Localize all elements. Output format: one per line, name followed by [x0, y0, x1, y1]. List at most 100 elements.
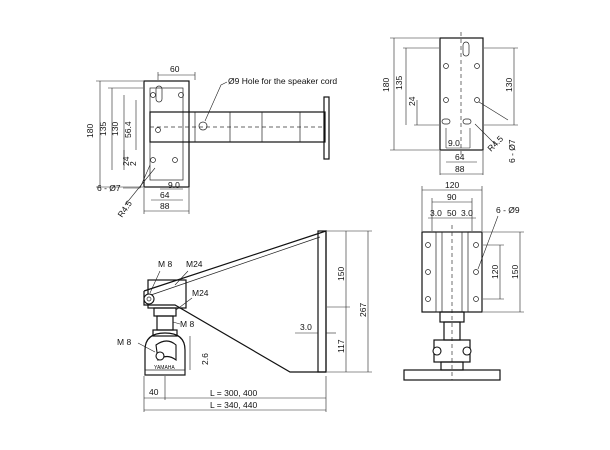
side-view-speaker-cup: [144, 332, 186, 376]
dim-120-front-vertical: 120: [490, 265, 500, 279]
top-view-hole: [150, 92, 156, 98]
top-view-end-plate: [323, 96, 330, 160]
dim-2: 2: [128, 161, 138, 166]
side-view-cup-base: [144, 369, 186, 376]
dim-88: 88: [160, 201, 170, 211]
front-view-hole: [473, 269, 479, 275]
cord-hole-note: Ø9 Hole for the speaker cord: [228, 76, 337, 86]
plate-hole: [443, 63, 449, 69]
side-view-nut-upper: [153, 307, 177, 317]
plate-slot-small: [441, 118, 451, 125]
plate-hole: [443, 97, 449, 103]
top-view-hole: [172, 157, 178, 163]
dim-150-front-vertical: 150: [510, 265, 520, 279]
front-view-clamp-bolt: [432, 346, 442, 356]
m24-top-leader: [174, 270, 189, 286]
top-view-slot: [155, 85, 163, 103]
front-view-end-plate: [421, 231, 483, 313]
dim-56-4: 56.4: [123, 121, 133, 138]
top-view: Ø9 Hole for the speaker cord 60 180 135 …: [85, 64, 337, 219]
r45-leader: [124, 167, 156, 206]
dim-3-0: 3.0: [300, 322, 312, 332]
front-view-hole: [425, 269, 431, 275]
front-view-hole: [425, 242, 431, 248]
dim-117: 117: [336, 339, 346, 353]
r45-leader-right: [474, 123, 496, 145]
front-view-base: [403, 369, 501, 381]
front-view-hole: [473, 242, 479, 248]
m24-mid-leader: [175, 297, 193, 311]
side-view-arm-edge: [147, 236, 321, 297]
holes-6-7-right: 6 - Ø7: [507, 139, 517, 163]
holes-leader-right: [478, 101, 509, 121]
dim-3-0-b: 3.0: [461, 208, 473, 218]
holes-6-7: 6 - Ø7: [97, 183, 121, 193]
front-view-hole: [425, 296, 431, 302]
dim-l-340-440: L = 340, 440: [210, 400, 257, 410]
m24-label-mid: M24: [192, 288, 209, 298]
top-view-plate-inner: [149, 87, 184, 181]
top-view-hole: [155, 127, 161, 133]
top-view-cord-hole: [198, 121, 208, 131]
m8-label-top: M 8: [158, 259, 172, 269]
radius-4-5-right: R4.5: [485, 133, 505, 153]
side-view: YAMAHA M 8 M24 M24 M 8 M 8 2.6 40 L = 30…: [117, 230, 372, 412]
m24-label-top: M24: [186, 259, 203, 269]
holes-leader: [123, 164, 151, 189]
dim-3-0-a: 3.0: [430, 208, 442, 218]
dim-40: 40: [149, 387, 159, 397]
dim-267: 267: [358, 303, 368, 317]
side-view-pivot: [156, 315, 174, 331]
dim-9-right: 9.0: [448, 138, 460, 148]
top-view-cord-hole-leader: [204, 81, 228, 122]
m8-mid-leader: [172, 321, 181, 325]
plate-slot: [462, 41, 470, 57]
side-view-nut-lower: [152, 329, 178, 337]
plate-hole: [474, 97, 480, 103]
side-view-knob-bolt: [155, 351, 165, 361]
plate-view: 180 135 24 130 9.0 64 88 R4.5 6 - Ø7: [381, 32, 518, 175]
dim-64-right: 64: [455, 152, 465, 162]
top-view-mounting-plate: [143, 80, 190, 188]
side-view-m8-bolt-core: [146, 296, 152, 302]
dim-l-300-400: L = 300, 400: [210, 388, 257, 398]
brand-logo: YAMAHA: [154, 365, 175, 371]
dim-9: 9.0: [168, 180, 180, 190]
dim-180-right: 180: [381, 78, 391, 92]
front-view-channel: [435, 231, 469, 313]
plate-hole: [474, 63, 480, 69]
dim-130-right: 130: [504, 78, 514, 92]
dim-64: 64: [160, 190, 170, 200]
front-view-clamp-bolt: [462, 346, 472, 356]
front-view: 120 90 3.0 50 3.0 6 - Ø9 120 150: [403, 180, 524, 381]
top-view-hole: [178, 92, 184, 98]
front-view-channel-inner: [441, 231, 463, 313]
side-view-m8-bolt: [143, 293, 155, 305]
dim-50-front: 50: [447, 208, 457, 218]
dim-135-right: 135: [394, 76, 404, 90]
holes-6-9: 6 - Ø9: [496, 205, 520, 215]
dim-180: 180: [85, 124, 95, 138]
m8-label-left: M 8: [117, 337, 131, 347]
dim-130: 130: [110, 122, 120, 136]
side-view-end-plate: [317, 230, 327, 373]
front-view-hole: [473, 296, 479, 302]
holes-6-9-leader: [477, 215, 499, 270]
plate-outline: [439, 37, 484, 151]
dim-150-side: 150: [336, 267, 346, 281]
dim-60: 60: [170, 64, 180, 74]
plate-slot-small: [462, 118, 472, 125]
dim-135: 135: [98, 122, 108, 136]
m8-label-mid: M 8: [180, 319, 194, 329]
dim-24: 24: [121, 156, 131, 166]
radius-4-5: R4.5: [115, 198, 134, 219]
m8-top-leader: [149, 270, 161, 294]
m8-left-leader: [137, 342, 156, 353]
dim-90-front: 90: [447, 192, 457, 202]
dim-88-right: 88: [455, 164, 465, 174]
top-view-hole: [150, 157, 156, 163]
dim-24-right: 24: [407, 96, 417, 106]
dim-120-front: 120: [445, 180, 459, 190]
dim-2-6: 2.6: [200, 353, 210, 365]
